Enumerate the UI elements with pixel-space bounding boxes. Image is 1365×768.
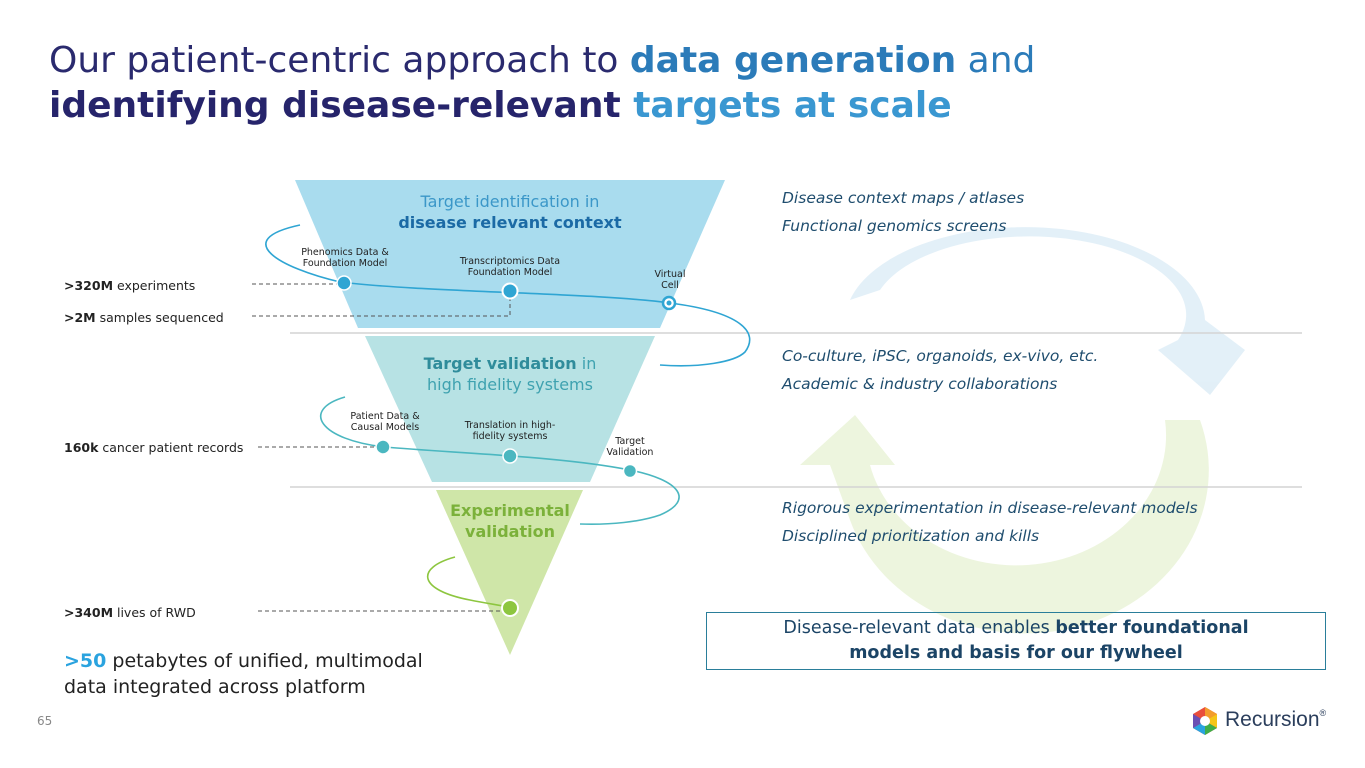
petabytes-statement: >50 petabytes of unified, multimodal dat… [64,648,423,700]
right-text-disease-maps: Disease context maps / atlases [782,189,1025,207]
metric-text: samples sequenced [95,310,224,325]
logo-registered-mark: ® [1319,708,1327,718]
node-label-target-validation: Target Validation [595,436,665,458]
node-label-line: Foundation Model [467,267,553,278]
petabytes-value: >50 [64,650,107,672]
node-label-line: fidelity systems [472,431,548,442]
node-label-virtual-cell: Virtual Cell [640,269,700,291]
petabytes-text: petabytes of unified, multimodal [106,650,423,672]
node-label-patient-data: Patient Data & Causal Models [325,411,445,433]
node-label-line: Phenomics Data & [301,247,389,258]
metric-value: >340M [64,605,114,620]
node-label-phenomics: Phenomics Data & Foundation Model [285,247,405,269]
metric-samples: >2M samples sequenced [64,310,224,325]
stage-1-title: Target identification in disease relevan… [380,191,640,233]
node-dot [336,275,352,291]
right-text-collaborations: Academic & industry collaborations [782,375,1058,393]
node-label-line: Transcriptomics Data [459,256,561,267]
title-part-3: and [956,40,1036,81]
recursion-logo-text: Recursion® [1225,708,1326,732]
node-label-line: Foundation Model [302,258,388,269]
stage-3-title-line-a: Experimental [450,501,570,520]
node-label-line: Cell [661,280,679,291]
stage-1-shape [295,180,725,328]
orbit-line-2 [319,396,680,525]
node-label-line: Causal Models [350,422,420,433]
orbit-line-1 [265,224,751,367]
node-dot [622,463,638,479]
node-label-line: Virtual [654,269,686,280]
node-label-line: Translation in high- [464,420,556,431]
petabytes-text: data integrated across platform [64,676,366,698]
right-text-functional-genomics: Functional genomics screens [782,217,1007,235]
logo-wordmark: Recursion [1225,708,1320,731]
metric-text: cancer patient records [98,440,244,455]
title-part-4: identifying disease-relevant [49,85,634,126]
node-label-transcriptomics: Transcriptomics Data Foundation Model [445,256,575,278]
flywheel-icon [800,227,1245,634]
stage-3-shape [436,490,583,655]
stage-1-title-line-b: disease relevant context [398,213,622,232]
node-dot [375,439,391,455]
stage-3-title-line-b: validation [465,522,555,541]
stage-2-shape [365,336,655,482]
stage-2-title-line-a2: in [576,354,597,373]
metric-value: 160k [64,440,99,455]
flywheel-callout: Disease-relevant data enables better fou… [706,612,1326,670]
right-text-rigorous: Rigorous experimentation in disease-rele… [782,499,1198,517]
title-part-1: Our patient-centric approach to [49,40,630,81]
metric-value: >2M [64,310,96,325]
node-label-line: Patient Data & [350,411,420,422]
node-dot [501,282,519,300]
page-number: 65 [37,714,53,728]
right-text-coculture: Co-culture, iPSC, organoids, ex-vivo, et… [782,347,1099,365]
metric-connector [252,296,511,317]
node-dot [502,448,518,464]
stage-3-title: Experimental validation [430,500,590,542]
metric-patient-records: 160k cancer patient records [64,440,243,455]
stage-2-title-line-a: Target validation [423,354,577,373]
title-part-5: targets at scale [633,85,952,126]
metric-text: lives of RWD [113,605,196,620]
metric-rwd: >340M lives of RWD [64,605,196,620]
title-part-2: data generation [629,40,957,81]
metric-experiments: >320M experiments [64,278,195,293]
callout-text: Disease-relevant data enables [783,618,1056,638]
metric-value: >320M [64,278,114,293]
page-title: Our patient-centric approach to data gen… [49,38,1249,128]
callout-bold: better foundational [1055,618,1249,638]
node-label-translation: Translation in high- fidelity systems [445,420,575,442]
callout-bold: models and basis for our flywheel [849,643,1183,663]
stage-1-title-line-a: Target identification in [420,192,600,211]
node-label-line: Target [615,436,645,447]
stage-2-title: Target validation in high fidelity syste… [380,353,640,395]
recursion-logo-icon [1193,707,1217,735]
right-text-prioritization: Disciplined prioritization and kills [782,527,1040,545]
node-dot [501,599,519,617]
stage-2-title-line-b: high fidelity systems [427,375,593,394]
node-label-line: Validation [606,447,654,458]
node-dot-center [666,300,672,306]
metric-text: experiments [113,278,196,293]
